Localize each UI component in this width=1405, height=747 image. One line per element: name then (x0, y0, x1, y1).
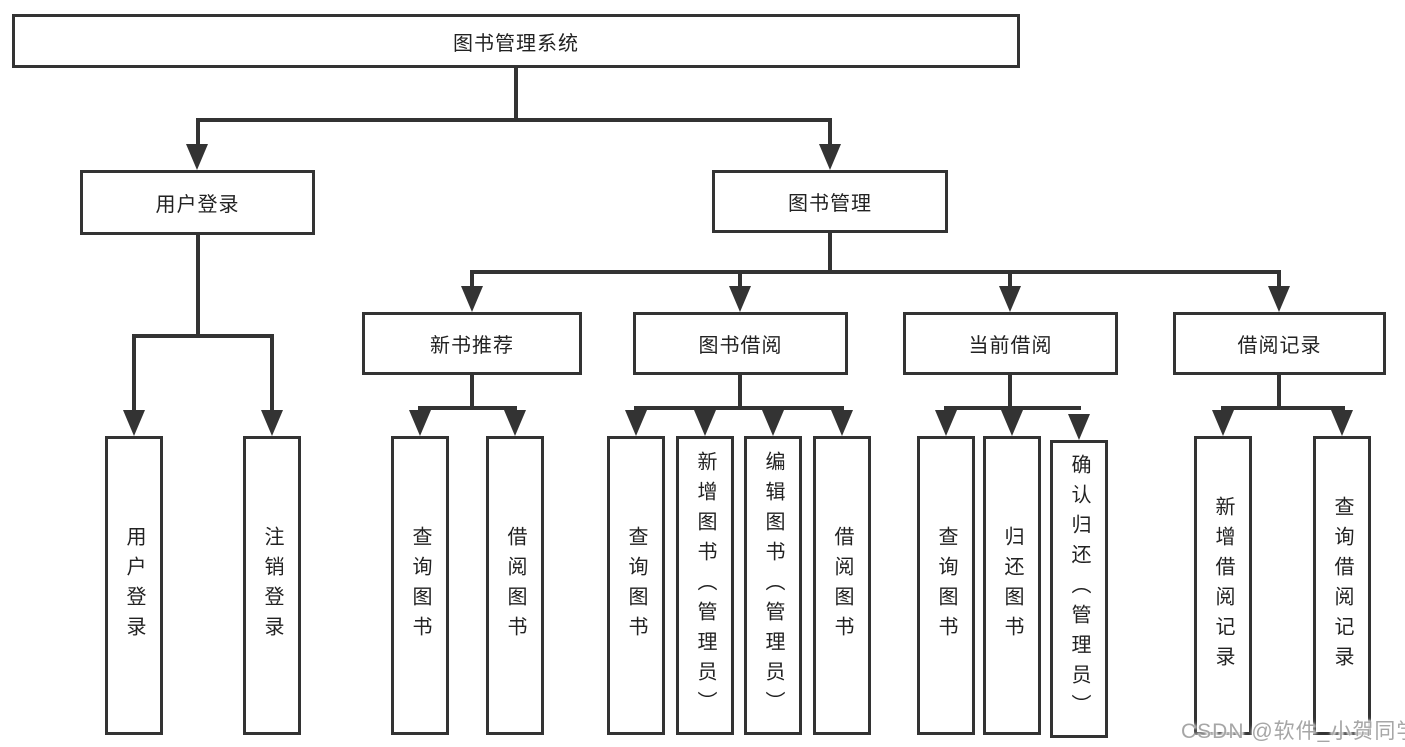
connector-root-vertical (514, 68, 518, 120)
csdn-watermark: CSDN @软件_小贺同学 (1181, 720, 1405, 743)
arrow-down-user-login (186, 144, 208, 170)
connector-stub-current-borrowing (1008, 270, 1012, 288)
arrow-down-query-borrow-record (1331, 410, 1353, 436)
connector-borrowing-records-vertical (1277, 375, 1281, 410)
connector-stub-borrowing-records (1277, 270, 1281, 288)
arrow-down-query-books-recommend (409, 410, 431, 436)
node-borrowing-records: 借阅记录 (1173, 312, 1386, 375)
arrow-down-new-book (461, 286, 483, 312)
node-query-books-borrowing: 查询图书 (607, 436, 665, 735)
node-book-borrowing: 图书借阅 (633, 312, 848, 375)
node-library-system: 图书管理系统 (12, 14, 1020, 68)
node-return-books: 归还图书 (983, 436, 1041, 735)
connector-stub-user-login (196, 118, 200, 146)
node-new-book-recommendation: 新书推荐 (362, 312, 582, 375)
arrow-down-current-borrowing (999, 286, 1021, 312)
arrow-down-login-leaf (123, 410, 145, 436)
node-add-books-admin: 新增图书（管理员） (676, 436, 734, 735)
arrow-down-return-books (1001, 410, 1023, 436)
arrow-down-confirm-return-admin (1068, 414, 1090, 440)
connector-book-borrowing-vertical (738, 375, 742, 410)
connector-level3-horizontal (470, 270, 1281, 274)
arrow-down-borrow-books-recommend (504, 410, 526, 436)
arrow-down-edit-books-admin (762, 410, 784, 436)
node-borrow-books-recommend: 借阅图书 (486, 436, 544, 735)
arrow-down-borrow-books-borrowing (831, 410, 853, 436)
node-add-borrow-record: 新增借阅记录 (1194, 436, 1252, 735)
connector-book-mgmt-vertical (828, 233, 832, 274)
connector-user-login-horizontal (132, 334, 274, 338)
node-book-management: 图书管理 (712, 170, 948, 233)
connector-stub-logout-leaf (270, 334, 274, 412)
connector-stub-new-book (470, 270, 474, 288)
arrow-down-borrowing-records (1268, 286, 1290, 312)
arrow-down-book-borrowing (729, 286, 751, 312)
connector-borrowing-records-horizontal (1221, 406, 1345, 410)
connector-book-borrowing-horizontal (634, 406, 844, 410)
connector-new-book-horizontal (418, 406, 517, 410)
connector-new-book-vertical (470, 375, 474, 410)
node-logout-leaf: 注销登录 (243, 436, 301, 735)
arrow-down-add-borrow-record (1212, 410, 1234, 436)
node-borrow-books-borrowing: 借阅图书 (813, 436, 871, 735)
node-query-books-current: 查询图书 (917, 436, 975, 735)
node-query-borrow-record: 查询借阅记录 (1313, 436, 1371, 735)
arrow-down-add-books-admin (694, 410, 716, 436)
connector-current-borrowing-vertical (1008, 375, 1012, 410)
node-query-books-recommend: 查询图书 (391, 436, 449, 735)
connector-current-borrowing-horizontal (944, 406, 1081, 410)
connector-stub-book-borrowing (738, 270, 742, 288)
connector-stub-book-management (828, 118, 832, 146)
arrow-down-query-books-borrowing (625, 410, 647, 436)
connector-stub-login-leaf (132, 334, 136, 412)
node-confirm-return-admin: 确认归还（管理员） (1050, 440, 1108, 738)
node-current-borrowing: 当前借阅 (903, 312, 1118, 375)
arrow-down-logout-leaf (261, 410, 283, 436)
node-edit-books-admin: 编辑图书（管理员） (744, 436, 802, 735)
connector-user-login-vertical (196, 235, 200, 336)
arrow-down-book-management (819, 144, 841, 170)
arrow-down-query-books-current (935, 410, 957, 436)
node-user-login-leaf: 用户登录 (105, 436, 163, 735)
node-user-login: 用户登录 (80, 170, 315, 235)
connector-root-horizontal (196, 118, 832, 122)
